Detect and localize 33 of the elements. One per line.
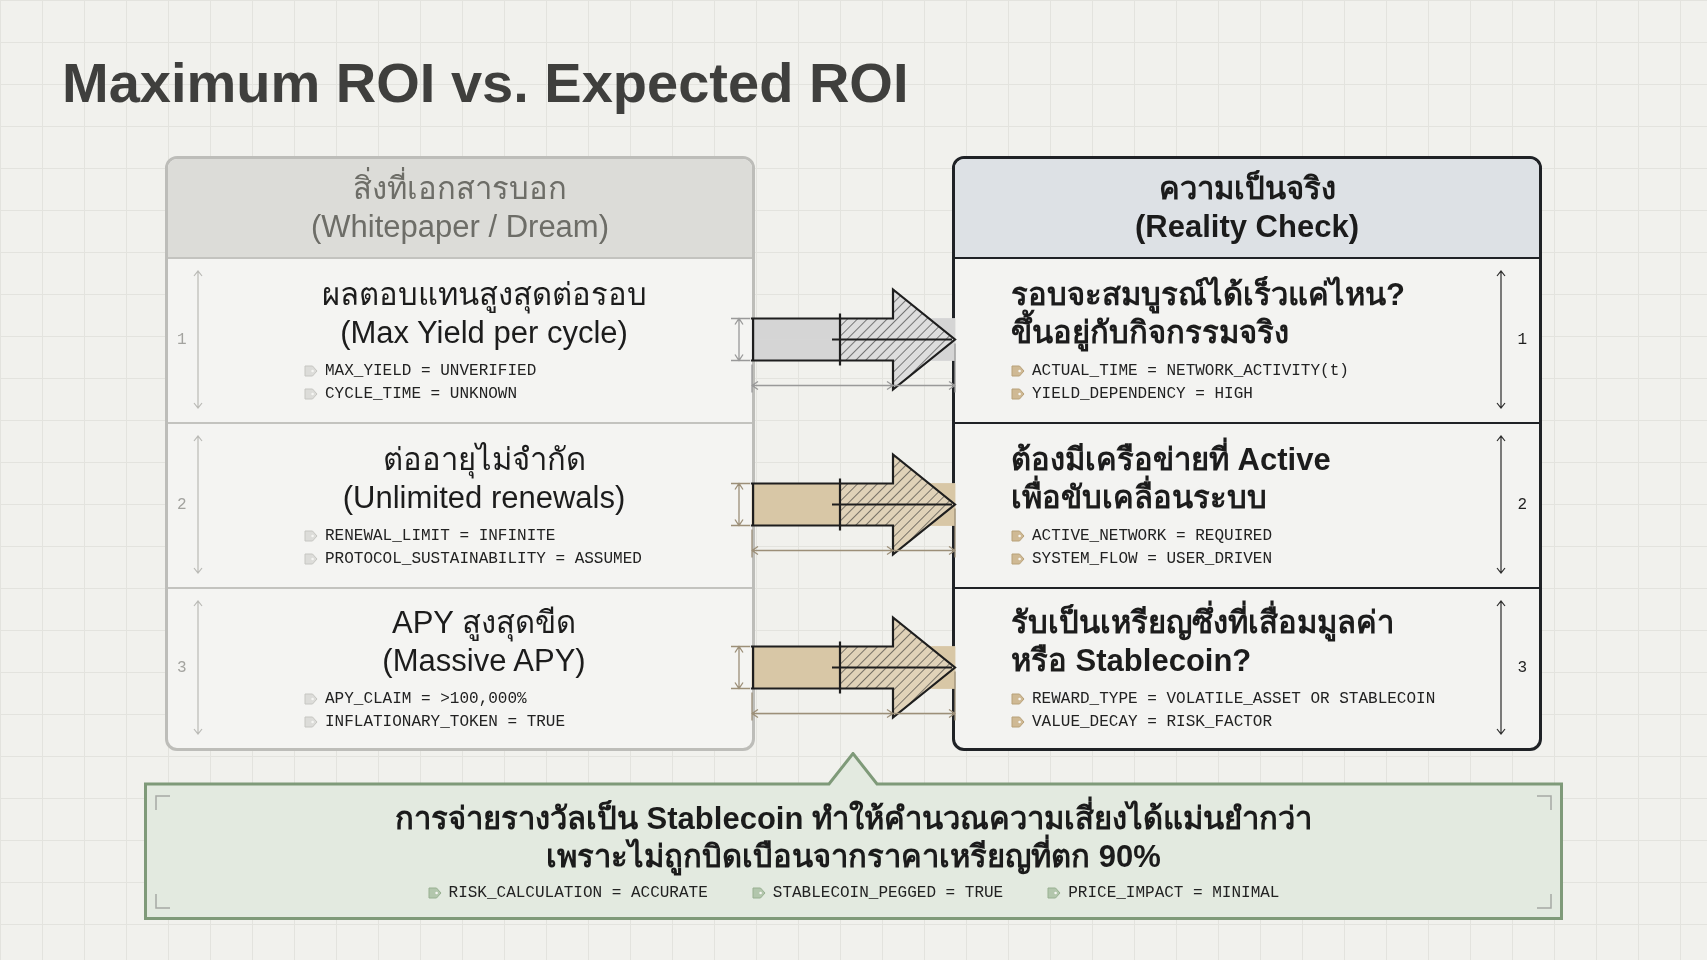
code-line: CYCLE_TIME = UNKNOWN bbox=[325, 384, 518, 404]
code-line: REWARD_TYPE = VOLATILE_ASSET OR STABLECOIN bbox=[1032, 689, 1436, 709]
code-line: PRICE_IMPACT = MINIMAL bbox=[1068, 883, 1280, 903]
code-line: RISK_CALCULATION = ACCURATE bbox=[448, 883, 708, 903]
row-heading: ผลตอบแทนสูงสุดต่อรอบ (Max Yield per cycle) bbox=[320, 275, 648, 352]
title: Maximum ROI vs. Expected ROI bbox=[62, 50, 909, 116]
row-heading: ต่ออายุไม่จำกัด (Unlimited renewals) bbox=[341, 440, 627, 517]
code-line: VALUE_DECAY = RISK_FACTOR bbox=[1032, 712, 1273, 732]
block-arrow bbox=[750, 616, 957, 719]
code-line: SYSTEM_FLOW = USER_DRIVEN bbox=[1032, 549, 1273, 569]
code-line: ACTUAL_TIME = NETWORK_ACTIVITY(t) bbox=[1032, 361, 1349, 381]
code-line: RENEWAL_LIMIT = INFINITE bbox=[325, 526, 556, 546]
row-number: 1 bbox=[1517, 329, 1527, 350]
row-heading: รอบจะสมบูรณ์ได้เร็วแค่ไหน? ขึ้นอยู่กับกิจกรรมจริง bbox=[1011, 275, 1406, 352]
row-heading: APY สูงสุดขีด (Massive APY) bbox=[381, 603, 587, 680]
code-line: APY_CLAIM = >100,000% bbox=[325, 689, 527, 709]
code-line: YIELD_DEPENDENCY = HIGH bbox=[1032, 384, 1253, 404]
code-line: STABLECOIN_PEGGED = TRUE bbox=[772, 883, 1004, 903]
row-number: 1 bbox=[177, 329, 187, 350]
row-number: 3 bbox=[177, 657, 187, 678]
block-arrow bbox=[750, 288, 957, 391]
code-line: MAX_YIELD = UNVERIFIED bbox=[325, 361, 537, 381]
code-line: INFLATIONARY_TOKEN = TRUE bbox=[325, 712, 566, 732]
callout-box bbox=[144, 752, 1563, 920]
code-line: PROTOCOL_SUSTAINABILITY = ASSUMED bbox=[325, 549, 642, 569]
comparison-panel bbox=[165, 156, 755, 751]
panel-heading: ความเป็นจริง (Reality Check) bbox=[1134, 170, 1360, 246]
row-number: 2 bbox=[1517, 494, 1527, 515]
comparison-panel bbox=[952, 156, 1542, 751]
row-number: 3 bbox=[1517, 657, 1527, 678]
block-arrow bbox=[750, 453, 957, 556]
row-number: 2 bbox=[177, 494, 187, 515]
code-line: ACTIVE_NETWORK = REQUIRED bbox=[1032, 526, 1273, 546]
